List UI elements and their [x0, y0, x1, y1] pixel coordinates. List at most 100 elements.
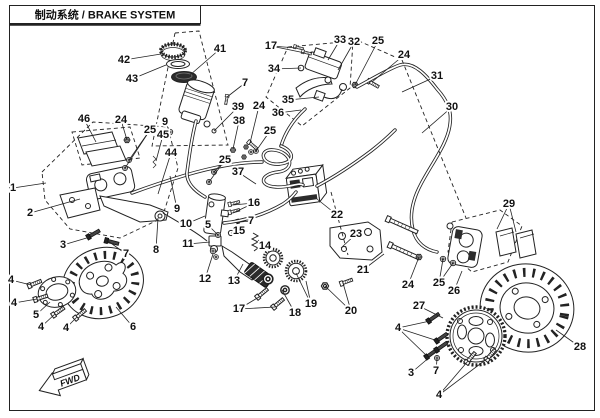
leader-line-16 — [232, 202, 255, 206]
leader-line-5 — [207, 224, 219, 236]
leader-line-9 — [169, 175, 178, 210]
callout-43: 43 — [126, 73, 138, 85]
leader-line-19 — [295, 272, 312, 305]
leader-line-4 — [397, 320, 431, 329]
front-brake-disc — [62, 246, 144, 320]
callout-5: 5 — [33, 309, 39, 321]
leader-line-17 — [238, 306, 276, 310]
leader-line-4 — [65, 316, 78, 329]
callout-4: 4 — [63, 322, 70, 334]
callout-5: 5 — [205, 219, 211, 231]
callout-26: 26 — [448, 285, 460, 297]
leader-line-33 — [327, 39, 341, 61]
leader-line-30 — [421, 106, 453, 134]
leader-line-16 — [232, 202, 255, 214]
leader-line-34 — [273, 67, 302, 70]
leader-line-2 — [29, 198, 81, 214]
leader-line-44 — [157, 152, 172, 195]
leader-line-4 — [13, 298, 38, 304]
callout-4: 4 — [11, 297, 18, 309]
abs-module — [285, 163, 328, 207]
leader-line-24 — [371, 54, 405, 83]
callout-9: 9 — [174, 203, 180, 215]
leader-line-20 — [324, 285, 352, 312]
leader-line-39 — [213, 106, 239, 132]
callout-23: 23 — [350, 228, 362, 240]
leader-line-25 — [124, 129, 151, 169]
front-disc-spacer — [37, 276, 77, 308]
leader-line-24 — [249, 105, 260, 144]
front-master-cylinder — [265, 40, 381, 127]
leader-line-24 — [120, 119, 128, 141]
callout-6: 6 — [130, 321, 136, 333]
callout-9: 9 — [162, 116, 168, 128]
callout-38: 38 — [233, 115, 245, 127]
leader-line-26 — [453, 270, 463, 292]
callout-14: 14 — [259, 240, 272, 252]
leader-line-7 — [239, 220, 252, 223]
callout-4: 4 — [436, 389, 443, 401]
rear-master-cylinder — [203, 139, 259, 260]
leader-line-11 — [187, 241, 211, 245]
leader-line-4 — [397, 327, 439, 342]
callout-1: 1 — [10, 182, 16, 194]
leader-line-28 — [555, 329, 581, 348]
callout-22: 22 — [331, 209, 343, 221]
leader-line-41 — [189, 48, 221, 76]
leader-line-8 — [155, 217, 159, 251]
callout-15: 15 — [233, 225, 245, 237]
leader-line-9 — [164, 121, 171, 133]
callout-45: 45 — [157, 129, 169, 141]
leader-line-4 — [40, 313, 56, 328]
callout-24: 24 — [253, 100, 266, 112]
leader-line-22 — [316, 198, 338, 216]
leader-line-45 — [155, 134, 164, 162]
mount-bracket — [329, 191, 383, 261]
callout-25: 25 — [144, 124, 156, 136]
leader-line-14 — [257, 239, 266, 247]
leader-line-35 — [287, 96, 320, 101]
leader-line-20 — [342, 282, 352, 312]
callout-7: 7 — [123, 248, 129, 260]
leader-line-27 — [418, 305, 444, 319]
callout-4: 4 — [8, 274, 15, 286]
callout-17: 17 — [265, 40, 277, 52]
callout-30: 30 — [446, 101, 458, 113]
leader-line-25 — [354, 40, 379, 86]
page-title: 制动系统 / BRAKE SYSTEM — [35, 8, 176, 22]
callout-20: 20 — [345, 305, 357, 317]
leader-line-32 — [337, 41, 355, 71]
leader-line-29 — [496, 203, 510, 230]
leader-line-24 — [407, 256, 420, 286]
front-caliper-assembly — [41, 121, 208, 242]
callout-25: 25 — [372, 35, 384, 47]
leader-line-43 — [131, 64, 167, 80]
brake-fluid-reservoir — [151, 30, 230, 147]
callout-11: 11 — [182, 238, 194, 250]
callout-7: 7 — [248, 215, 254, 227]
leader-line-12 — [204, 253, 214, 280]
callout-25: 25 — [219, 154, 231, 166]
leader-line-7 — [435, 358, 438, 372]
leader-line-18 — [281, 289, 296, 314]
callout-4: 4 — [395, 322, 402, 334]
page-frame — [9, 5, 595, 411]
callout-28: 28 — [574, 341, 586, 353]
callout-44: 44 — [165, 147, 178, 159]
leader-line-19 — [305, 280, 312, 305]
leader-line-5 — [35, 301, 51, 316]
leader-line-42 — [123, 53, 162, 61]
leader-line-1 — [12, 182, 47, 189]
rear-caliper-assembly — [351, 37, 537, 273]
leader-line-25 — [438, 258, 444, 284]
leader-line-4 — [438, 357, 489, 396]
callout-12: 12 — [199, 273, 211, 285]
leader-line-4 — [438, 360, 469, 396]
leader-line-37 — [237, 171, 257, 185]
callout-2: 2 — [27, 207, 33, 219]
callout-27: 27 — [413, 300, 425, 312]
callout-37: 37 — [232, 166, 244, 178]
callout-32: 32 — [348, 36, 360, 48]
